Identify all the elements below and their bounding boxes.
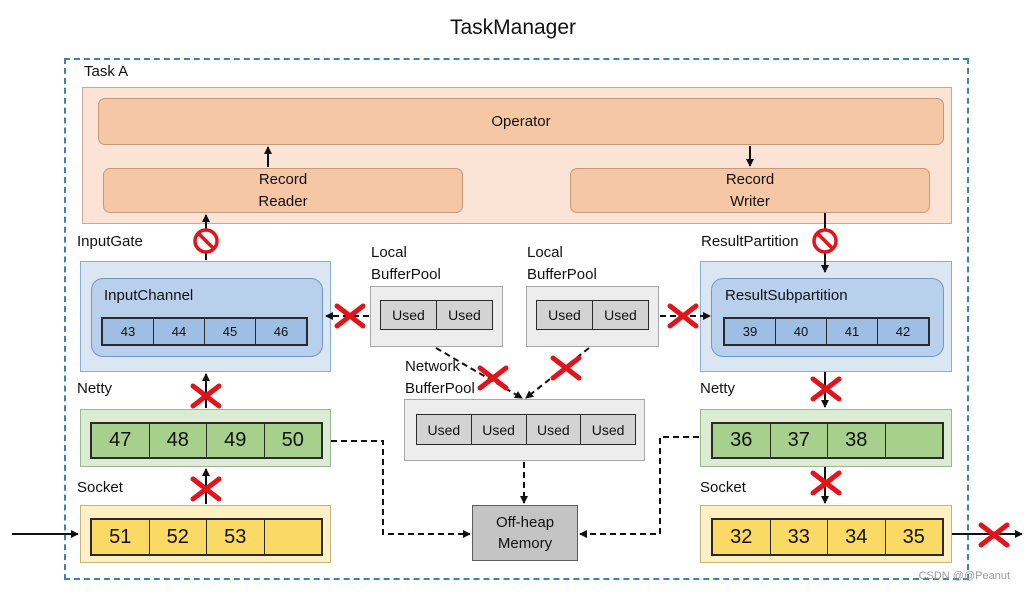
block-x-icon: [334, 303, 366, 329]
buffer-cell: 35: [884, 520, 943, 554]
buffer-cell: [263, 520, 322, 554]
buffer-cell: Used: [592, 301, 648, 329]
result-subpartition-buffers: 39 40 41 42: [723, 317, 930, 346]
local-bufferpool-right-label: Local BufferPool: [527, 244, 597, 283]
no-entry-icon: [812, 228, 838, 254]
netty-left-buffers: 47 48 49 50: [90, 422, 323, 459]
result-subpartition-label: ResultSubpartition: [725, 287, 848, 304]
buffer-cell: 32: [730, 525, 753, 548]
buffer-cell: 52: [148, 520, 207, 554]
buffer-cell: Used: [470, 415, 526, 444]
buffer-cell: 39: [742, 324, 758, 339]
dashed-netty-right-to-offheap: [579, 436, 699, 538]
buffer-cell: Used: [436, 301, 492, 329]
task-label: Task A: [84, 63, 129, 80]
buffer-cell: 46: [255, 319, 306, 344]
buffer-cell: Used: [580, 415, 635, 444]
no-entry-icon: [193, 228, 219, 254]
input-channel-label: InputChannel: [104, 287, 194, 304]
block-x-icon: [810, 470, 842, 496]
record-reader-box: Record Reader: [103, 168, 463, 213]
input-gate-label: InputGate: [77, 233, 143, 250]
operator-box: Operator: [98, 98, 944, 145]
local-bufferpool-right-buffers: Used Used: [536, 300, 649, 330]
block-x-icon: [810, 376, 842, 402]
local-bufferpool-left-buffers: Used Used: [380, 300, 493, 330]
record-writer-box: Record Writer: [570, 168, 930, 213]
buffer-cell: 34: [827, 520, 885, 554]
dashed-netty-left-to-offheap: [331, 440, 471, 538]
buffer-cell: 47: [109, 429, 132, 451]
buffer-cell: 36: [730, 429, 753, 451]
offheap-memory-box: Off-heap Memory: [472, 505, 578, 561]
buffer-cell: 51: [109, 525, 132, 548]
netty-left-label: Netty: [77, 380, 113, 397]
block-x-icon: [190, 476, 222, 502]
block-x-icon: [978, 522, 1010, 548]
buffer-cell: Used: [525, 415, 581, 444]
block-x-icon: [667, 303, 699, 329]
buffer-cell: Used: [392, 307, 425, 323]
socket-left-label: Socket: [77, 479, 123, 496]
netty-right-label: Netty: [700, 380, 736, 397]
buffer-cell: Used: [548, 307, 581, 323]
input-channel-buffers: 43 44 45 46: [101, 317, 308, 346]
netty-right-buffers: 36 37 38: [711, 422, 944, 459]
buffer-cell: 44: [153, 319, 204, 344]
buffer-cell: 37: [769, 424, 828, 457]
buffer-cell: 41: [826, 319, 877, 344]
buffer-cell: 33: [769, 520, 828, 554]
buffer-cell: 49: [206, 424, 264, 457]
buffer-cell: 48: [148, 424, 207, 457]
buffer-cell: 42: [877, 319, 928, 344]
diagram-title: TaskManager: [449, 16, 577, 39]
network-bufferpool-label: Network BufferPool: [405, 358, 475, 397]
socket-right-buffers: 32 33 34 35: [711, 518, 944, 556]
buffer-cell: Used: [427, 421, 461, 438]
socket-left-buffers: 51 52 53: [90, 518, 323, 556]
buffer-cell: 50: [263, 424, 322, 457]
task-frame: [64, 58, 969, 580]
local-bufferpool-left-label: Local BufferPool: [371, 244, 441, 283]
socket-right-label: Socket: [700, 479, 746, 496]
buffer-cell: 38: [827, 424, 885, 457]
buffer-cell: 43: [120, 324, 136, 339]
buffer-cell: 53: [206, 520, 264, 554]
watermark: CSDN @@Peanut: [918, 570, 1010, 582]
dashed-local-left-to-network: [435, 347, 523, 399]
buffer-cell: [884, 424, 943, 457]
block-x-icon: [190, 383, 222, 409]
block-x-icon: [550, 355, 582, 381]
buffer-cell: 40: [775, 319, 826, 344]
network-bufferpool-buffers: Used Used Used Used: [416, 414, 636, 445]
result-partition-label: ResultPartition: [701, 233, 799, 250]
buffer-cell: 45: [204, 319, 255, 344]
block-x-icon: [477, 365, 509, 391]
